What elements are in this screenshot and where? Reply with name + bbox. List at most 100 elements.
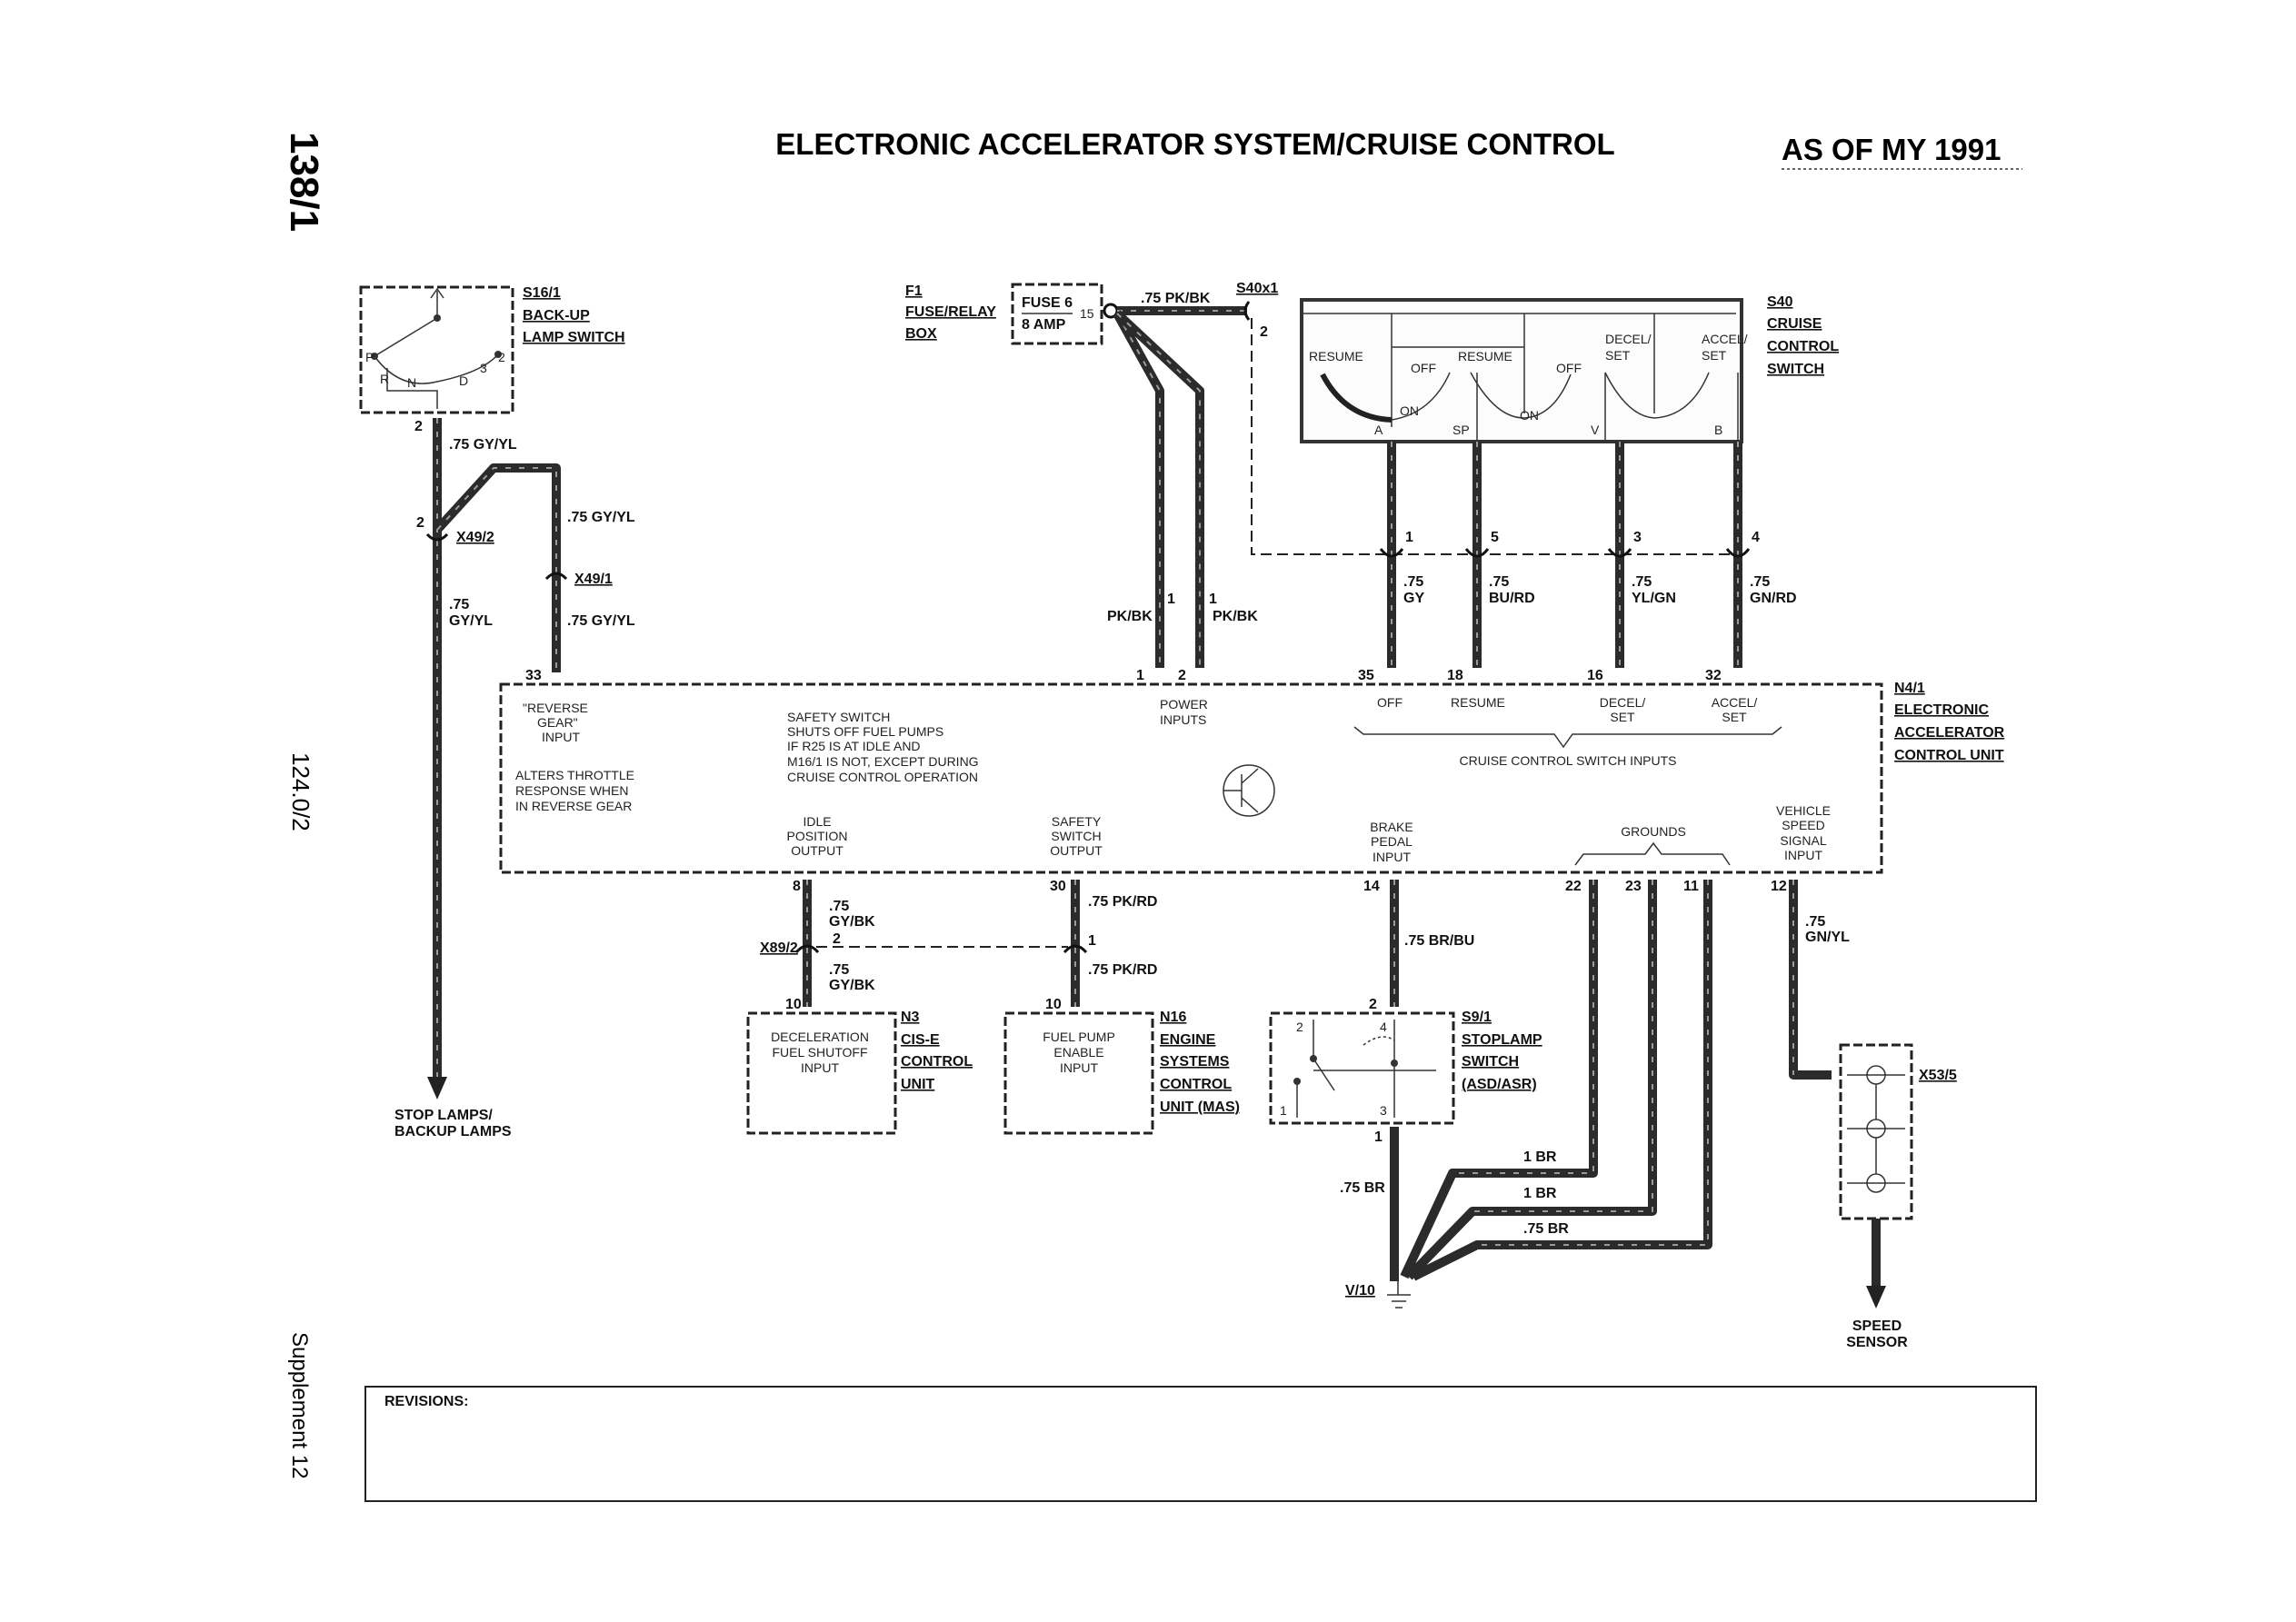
svg-text:SWITCH: SWITCH (1462, 1054, 1519, 1070)
svg-text:.75 BR/BU: .75 BR/BU (1404, 933, 1474, 949)
svg-text:RESPONSE WHEN: RESPONSE WHEN (515, 783, 628, 798)
svg-text:.75 BR: .75 BR (1340, 1180, 1385, 1196)
svg-text:30: 30 (1050, 879, 1066, 894)
svg-text:"REVERSE: "REVERSE (523, 701, 588, 715)
svg-text:SET: SET (1610, 710, 1635, 724)
svg-text:V: V (1591, 423, 1600, 437)
svg-text:2: 2 (414, 419, 423, 434)
svg-text:CONTROL UNIT: CONTROL UNIT (1894, 748, 2004, 763)
page-number: 138/1 (282, 132, 326, 232)
svg-text:UNIT: UNIT (901, 1077, 935, 1092)
svg-text:SWITCH: SWITCH (1767, 362, 1824, 377)
svg-text:SENSOR: SENSOR (1846, 1335, 1908, 1350)
stoplamp-switch: 2 4 1 3 S9/1 STOPLAMP SWITCH (ASD/ASR) (1269, 1010, 1542, 1125)
svg-text:.75 BR: .75 BR (1523, 1221, 1569, 1237)
svg-text:11: 11 (1683, 879, 1699, 894)
svg-text:1 BR: 1 BR (1523, 1186, 1557, 1201)
svg-text:X53/5: X53/5 (1919, 1068, 1957, 1083)
svg-text:SAFETY SWITCH: SAFETY SWITCH (787, 710, 890, 724)
svg-text:35: 35 (1358, 668, 1374, 683)
svg-text:LAMP SWITCH: LAMP SWITCH (523, 330, 625, 345)
svg-text:.75: .75 (1403, 574, 1423, 590)
svg-text:X89/2: X89/2 (760, 940, 798, 956)
svg-text:IF R25 IS AT IDLE AND: IF R25 IS AT IDLE AND (787, 739, 921, 753)
svg-text:POWER: POWER (1160, 697, 1208, 711)
svg-text:GN/RD: GN/RD (1750, 591, 1797, 606)
svg-text:CRUISE CONTROL SWITCH INPUTS: CRUISE CONTROL SWITCH INPUTS (1459, 753, 1676, 768)
transistor-icon (1223, 764, 1275, 817)
svg-text:YL/GN: YL/GN (1632, 591, 1676, 606)
svg-text:FUSE 6: FUSE 6 (1022, 295, 1073, 311)
svg-text:ACCEL/: ACCEL/ (1712, 695, 1758, 710)
svg-text:INPUT: INPUT (542, 730, 580, 744)
svg-text:S40: S40 (1767, 294, 1793, 310)
svg-text:IDLE: IDLE (803, 814, 831, 829)
svg-text:SET: SET (1722, 710, 1747, 724)
svg-text:A: A (1374, 423, 1383, 437)
svg-text:BU/RD: BU/RD (1489, 591, 1535, 606)
svg-text:P: P (365, 350, 374, 364)
svg-text:1: 1 (1209, 592, 1217, 607)
svg-text:1: 1 (1280, 1103, 1287, 1118)
svg-text:33: 33 (525, 668, 542, 683)
svg-text:1: 1 (1167, 592, 1175, 607)
svg-text:.75 PK/BK: .75 PK/BK (1141, 291, 1211, 306)
svg-text:ACCEL/: ACCEL/ (1702, 332, 1748, 346)
svg-text:FUEL SHUTOFF: FUEL SHUTOFF (772, 1045, 867, 1060)
svg-text:GN/YL: GN/YL (1805, 930, 1850, 945)
svg-text:SIGNAL: SIGNAL (1780, 833, 1827, 848)
svg-text:ON: ON (1520, 408, 1539, 423)
svg-text:3: 3 (1633, 530, 1642, 545)
svg-text:ALTERS THROTTLE: ALTERS THROTTLE (515, 768, 634, 782)
svg-text:CONTROL: CONTROL (1767, 339, 1839, 354)
svg-text:INPUT: INPUT (1373, 850, 1411, 864)
svg-text:S9/1: S9/1 (1462, 1010, 1492, 1025)
svg-text:DECEL/: DECEL/ (1605, 332, 1652, 346)
svg-text:2: 2 (1369, 997, 1377, 1012)
svg-text:.75 GY/YL: .75 GY/YL (449, 437, 517, 453)
lower-wiring: .75 GY/BK 2 X89/2 .75 GY/BK 10 .75 PK/RD… (760, 880, 1957, 1350)
svg-text:.75 GY/YL: .75 GY/YL (567, 510, 635, 525)
svg-text:1 BR: 1 BR (1523, 1149, 1557, 1165)
svg-text:16: 16 (1587, 668, 1603, 683)
engine-systems-control-unit: FUEL PUMP ENABLE INPUT N16 ENGINE SYSTEM… (1003, 1010, 1240, 1135)
svg-text:N4/1: N4/1 (1894, 681, 1925, 696)
svg-text:3: 3 (1380, 1103, 1387, 1118)
svg-text:8 AMP: 8 AMP (1022, 317, 1066, 333)
svg-text:32: 32 (1705, 668, 1722, 683)
backup-lamp-wiring: .75 GY/YL .75 GY/YL .75 GY/YL .75 GY/YL … (394, 418, 635, 1139)
svg-text:2: 2 (498, 350, 505, 364)
svg-text:REVISIONS:: REVISIONS: (384, 1394, 468, 1409)
power-wiring: .75 PK/BK S40x1 2 1 PK/BK 1 PK/BK 1 2 (1107, 281, 1278, 683)
svg-text:X49/1: X49/1 (574, 572, 613, 587)
svg-text:GY/YL: GY/YL (449, 613, 493, 629)
svg-text:BOX: BOX (905, 326, 937, 342)
svg-text:12: 12 (1771, 879, 1787, 894)
svg-text:PK/BK: PK/BK (1107, 609, 1153, 624)
svg-text:M16/1 IS NOT, EXCEPT DURING: M16/1 IS NOT, EXCEPT DURING (787, 754, 979, 769)
svg-text:F1: F1 (905, 284, 923, 299)
svg-text:STOPLAMP: STOPLAMP (1462, 1032, 1542, 1048)
model-number: 124.0/2 (287, 752, 314, 831)
svg-text:CRUISE CONTROL OPERATION: CRUISE CONTROL OPERATION (787, 770, 978, 784)
svg-text:GY/BK: GY/BK (829, 978, 875, 993)
svg-text:RESUME: RESUME (1309, 349, 1363, 363)
svg-text:SPEED: SPEED (1852, 1318, 1902, 1334)
svg-text:VEHICLE: VEHICLE (1776, 803, 1831, 818)
svg-text:PEDAL: PEDAL (1371, 834, 1413, 849)
svg-text:GEAR": GEAR" (537, 715, 578, 730)
svg-text:3: 3 (480, 361, 487, 375)
fuse-relay-box: F1 FUSE/RELAY BOX FUSE 6 8 AMP 15 (905, 283, 1119, 345)
svg-text:2: 2 (1296, 1020, 1303, 1034)
svg-text:2: 2 (416, 515, 424, 531)
svg-text:.75: .75 (1750, 574, 1770, 590)
svg-text:2: 2 (1260, 324, 1268, 340)
svg-text:10: 10 (785, 997, 802, 1012)
backup-lamp-switch: P R N D 3 2 S16/1 BACK-UP LAMP SWITCH 2 (359, 285, 625, 434)
svg-text:RESUME: RESUME (1451, 695, 1505, 710)
svg-text:2: 2 (833, 931, 841, 947)
diagram-title: ELECTRONIC ACCELERATOR SYSTEM/CRUISE CON… (775, 127, 1614, 161)
svg-text:D: D (459, 373, 468, 388)
